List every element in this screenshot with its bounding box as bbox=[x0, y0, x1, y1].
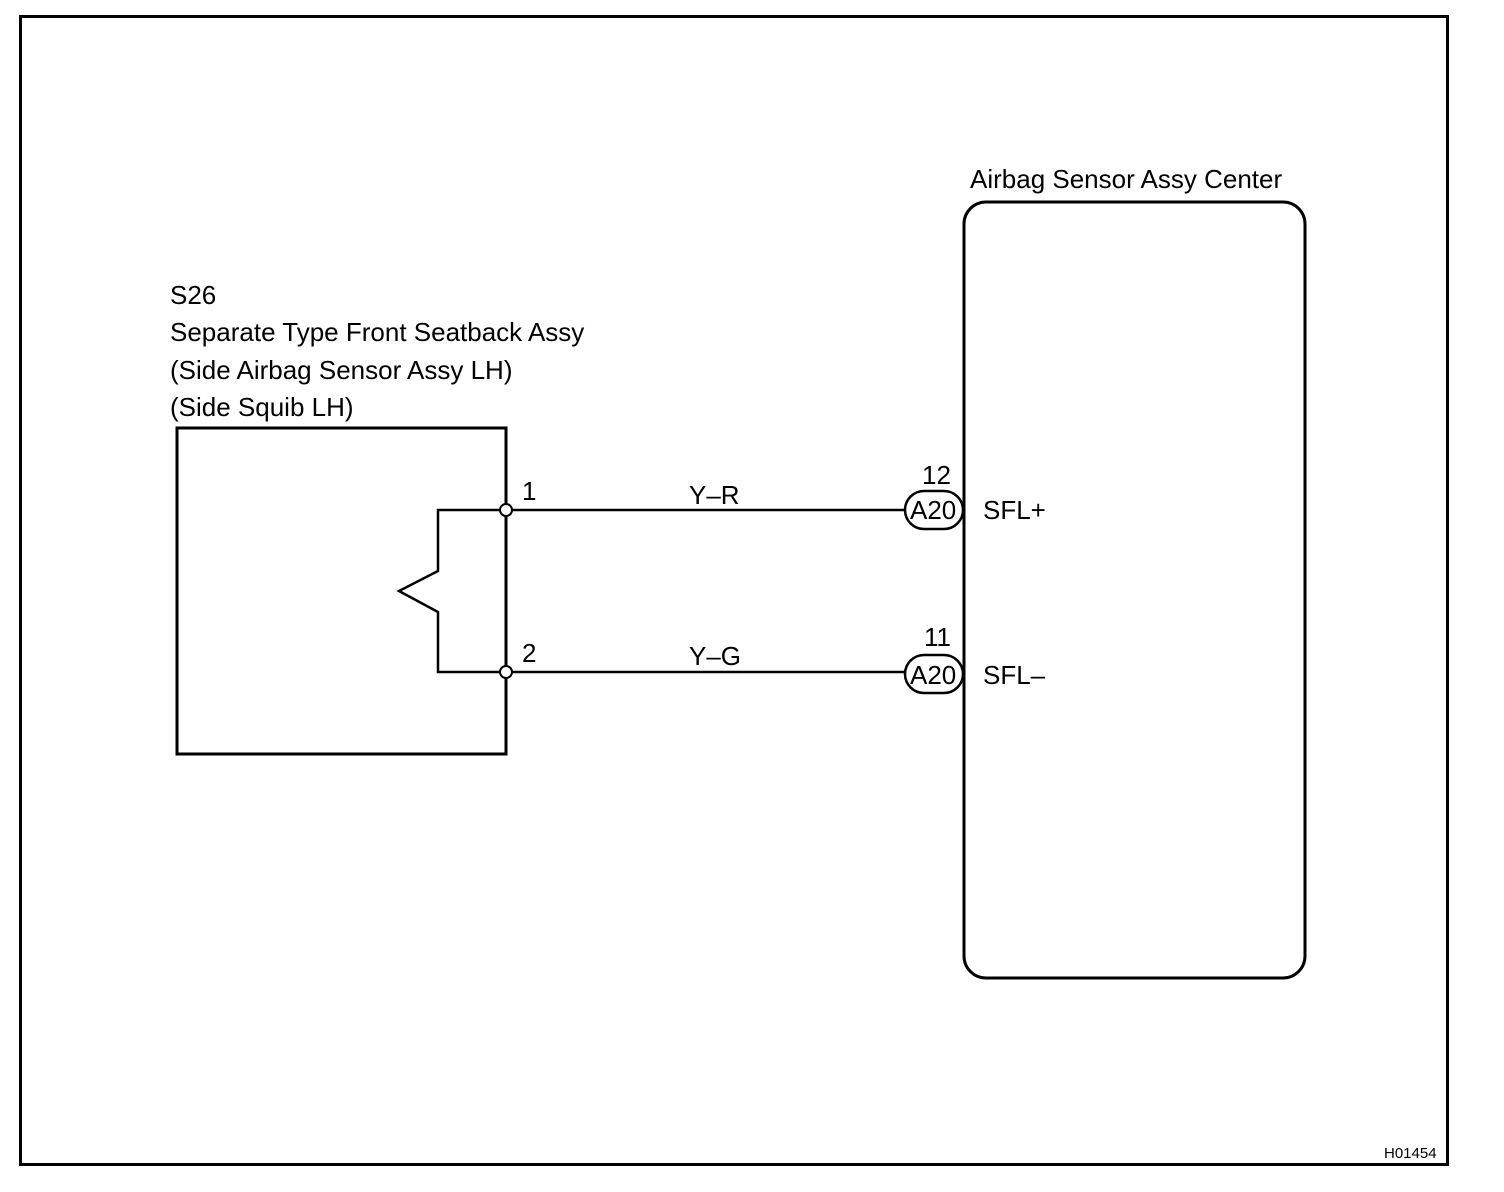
ecu-box bbox=[962, 200, 1307, 980]
ecu-pin-11-number: 11 bbox=[924, 622, 951, 652]
squib-symbol bbox=[396, 508, 506, 674]
wire-color-2: Y–G bbox=[689, 641, 741, 671]
connector-a20-12 bbox=[903, 489, 965, 531]
terminal-1 bbox=[499, 503, 513, 517]
component-name: Separate Type Front Seatback Assy bbox=[170, 317, 584, 347]
component-subname-2: (Side Squib LH) bbox=[170, 392, 354, 422]
component-code: S26 bbox=[170, 280, 216, 310]
ecu-pin-12-number: 12 bbox=[922, 460, 951, 490]
wire-color-1: Y–R bbox=[689, 480, 740, 510]
connector-label-2: A20 bbox=[910, 660, 956, 690]
figure-id: H01454 bbox=[1384, 1145, 1437, 1162]
connector-label-1: A20 bbox=[910, 495, 956, 525]
terminal-2 bbox=[499, 665, 513, 679]
ecu-title: Airbag Sensor Assy Center bbox=[970, 164, 1282, 194]
diagram-frame bbox=[19, 15, 1449, 1166]
connector-a20-11 bbox=[903, 653, 965, 695]
signal-sfl-minus: SFL– bbox=[983, 660, 1046, 690]
pin-1-label: 1 bbox=[522, 476, 536, 506]
component-subname-1: (Side Airbag Sensor Assy LH) bbox=[170, 355, 513, 385]
component-box bbox=[175, 426, 508, 756]
pin-2-label: 2 bbox=[522, 638, 536, 668]
signal-sfl-plus: SFL+ bbox=[983, 495, 1046, 525]
